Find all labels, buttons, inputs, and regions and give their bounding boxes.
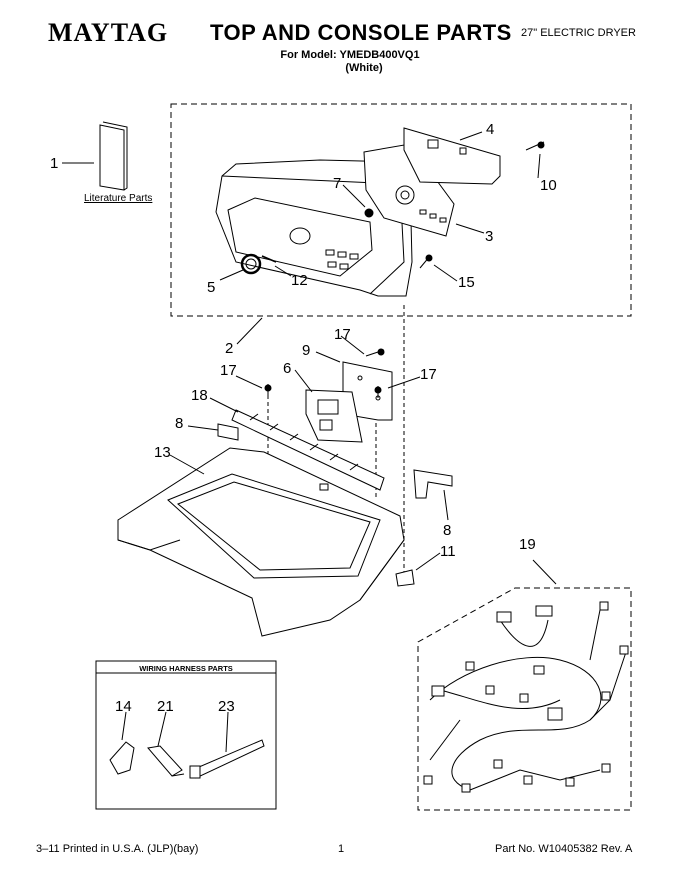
hinge-strip-icon (231, 409, 385, 491)
electronic-board-icon (305, 389, 363, 443)
terminal-icon (147, 745, 185, 777)
product-type: 27" ELECTRIC DRYER (521, 27, 636, 39)
model-number: For Model: YMEDB400VQ1 (280, 49, 420, 61)
screw-10-icon (525, 141, 545, 151)
callout-leaders (62, 131, 557, 753)
harness-clip-icon (109, 741, 135, 775)
callout-10: 10 (540, 177, 557, 194)
foam-strip-left-icon (217, 423, 239, 441)
callout-17-top: 17 (334, 326, 351, 343)
model-color: (White) (345, 62, 383, 74)
callout-11: 11 (440, 543, 456, 560)
wiring-harness-icon (423, 601, 629, 793)
callout-9: 9 (302, 342, 311, 359)
callout-19: 19 (519, 536, 536, 553)
wiring-box-title: WIRING HARNESS PARTS (139, 664, 233, 673)
brand-logo: MAYTAG (48, 18, 169, 47)
part-number: Part No. W10405382 Rev. A (495, 843, 633, 855)
rear-board-icon (403, 127, 501, 185)
page-number: 1 (338, 843, 345, 855)
callout-12: 12 (291, 272, 308, 289)
callout-13: 13 (154, 444, 171, 461)
callout-17-right: 17 (420, 366, 437, 383)
callout-18: 18 (191, 387, 208, 404)
knob-icon (240, 253, 262, 275)
print-info: 3–11 Printed in U.S.A. (JLP)(bay) (36, 843, 199, 855)
console-group-boundary (170, 103, 632, 317)
callout-17-left: 17 (220, 362, 237, 379)
callout-1: 1 (50, 155, 59, 172)
spring-clip-icon (261, 255, 277, 263)
washer-icon (364, 208, 374, 218)
literature-parts-label[interactable]: Literature Parts (84, 193, 153, 204)
foam-strip-right-icon (413, 469, 453, 499)
callout-3: 3 (485, 228, 494, 245)
callout-7: 7 (333, 175, 342, 192)
literature-booklet-icon (99, 121, 128, 191)
cable-tie-icon (189, 739, 265, 779)
foot-icon (395, 569, 415, 587)
harness-group-boundary (417, 587, 632, 811)
page-title: TOP AND CONSOLE PARTS (210, 20, 512, 45)
callout-5: 5 (207, 279, 216, 296)
top-panel-icon (117, 447, 405, 637)
callout-15: 15 (458, 274, 475, 291)
callout-8-right: 8 (443, 522, 452, 539)
wiring-parts-box (95, 660, 277, 810)
screw-17-icon (264, 348, 385, 398)
callout-14: 14 (115, 698, 132, 715)
screw-15-icon (419, 254, 433, 269)
callout-8-left: 8 (175, 415, 184, 432)
callout-21: 21 (157, 698, 174, 715)
callout-23: 23 (218, 698, 235, 715)
callout-4: 4 (486, 121, 495, 138)
callout-2: 2 (225, 340, 234, 357)
callout-6: 6 (283, 360, 292, 377)
